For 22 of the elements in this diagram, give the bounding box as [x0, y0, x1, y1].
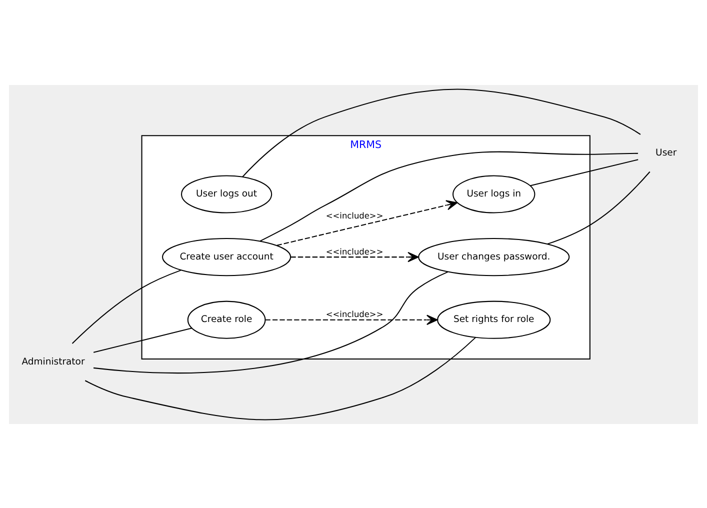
connector [72, 269, 181, 344]
arrow [265, 314, 438, 324]
node-ellipse: User logs out [181, 174, 272, 213]
connector [93, 270, 448, 374]
node-ellipse: Create role [187, 300, 266, 338]
node-text: Administrator [22, 356, 85, 367]
node-ellipse: User logs in [452, 174, 536, 213]
node-ellipse: Set rights for role [437, 300, 551, 338]
edge-label: <<include>> [326, 308, 384, 319]
connector [547, 170, 650, 244]
edge-label: <<include>> [326, 246, 384, 256]
edge-label: <<include>> [326, 210, 384, 220]
connector [93, 327, 192, 352]
connector [260, 150, 638, 242]
connector [84, 336, 476, 420]
arrow [290, 251, 419, 262]
arrow [276, 200, 458, 246]
node-text: User [656, 146, 677, 158]
node-ellipse: User changes password. [418, 238, 570, 276]
connector [530, 158, 638, 186]
node-ellipse: Create user account [162, 238, 292, 276]
connector [242, 88, 641, 177]
